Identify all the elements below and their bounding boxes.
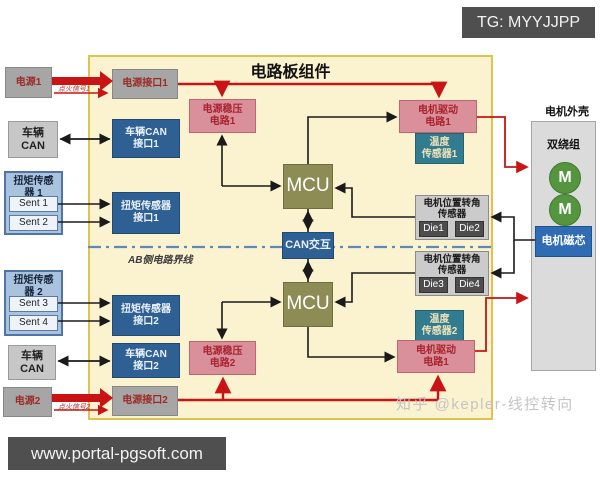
mcu-1: MCU bbox=[283, 164, 333, 209]
vehicle-can-interface-1: 车辆CAN 接口1 bbox=[112, 119, 180, 158]
torque-sensor-interface-2: 扭矩传感器 接口2 bbox=[112, 295, 180, 336]
power-source-1: 电源1 bbox=[5, 67, 52, 98]
sent-1: Sent 1 bbox=[9, 196, 58, 212]
vehicle-can-interface-2: 车辆CAN 接口2 bbox=[112, 343, 180, 378]
motor-drive-circuit-1: 电机驱动 电路1 bbox=[399, 100, 477, 133]
torque-sensor-interface-1: 扭矩传感器 接口1 bbox=[112, 192, 180, 234]
vehicle-can-top: 车辆 CAN bbox=[8, 121, 58, 158]
dual-winding-label: 双绕组 bbox=[547, 139, 580, 151]
motor-m2: M bbox=[549, 194, 581, 226]
sent-3: Sent 3 bbox=[9, 296, 58, 312]
die-3: Die3 bbox=[419, 277, 448, 293]
site-watermark: www.portal-pgsoft.com bbox=[8, 437, 226, 470]
power-interface-1: 电源接口1 bbox=[112, 69, 178, 99]
vehicle-can-bottom: 车辆 CAN bbox=[8, 345, 56, 380]
mcu-2: MCU bbox=[283, 282, 333, 327]
die-2: Die2 bbox=[455, 221, 484, 237]
die-1: Die1 bbox=[419, 221, 448, 237]
temperature-sensor-1: 温度 传感器1 bbox=[415, 133, 464, 164]
motor-drive-circuit-2: 电机驱动 电路1 bbox=[397, 340, 475, 373]
voltage-regulator-2: 电源稳压 电路2 bbox=[189, 341, 256, 375]
motor-m1: M bbox=[549, 162, 581, 194]
ignition-signal-1: 点火信号1 bbox=[58, 86, 90, 93]
die-4: Die4 bbox=[455, 277, 484, 293]
sent-2: Sent 2 bbox=[9, 215, 58, 231]
zhihu-watermark: 知乎 @kepler-线控转向 bbox=[396, 396, 574, 413]
motor-core: 电机磁芯 bbox=[535, 226, 592, 257]
can-link: CAN交互 bbox=[282, 232, 334, 259]
power-interface-2: 电源接口2 bbox=[112, 386, 178, 416]
voltage-regulator-1: 电源稳压 电路1 bbox=[189, 99, 256, 133]
sent-4: Sent 4 bbox=[9, 315, 58, 331]
ab-boundary-label: AB侧电路界线 bbox=[128, 255, 193, 266]
temperature-sensor-2: 温度 传感器2 bbox=[415, 310, 464, 341]
board-title: 电路板组件 bbox=[250, 64, 331, 81]
motor-housing-label: 电机外壳 bbox=[545, 106, 589, 118]
power-source-2: 电源2 bbox=[3, 387, 52, 417]
tg-badge: TG: MYYJJPP bbox=[462, 7, 595, 38]
ignition-signal-2: 点火信号2 bbox=[58, 404, 90, 411]
